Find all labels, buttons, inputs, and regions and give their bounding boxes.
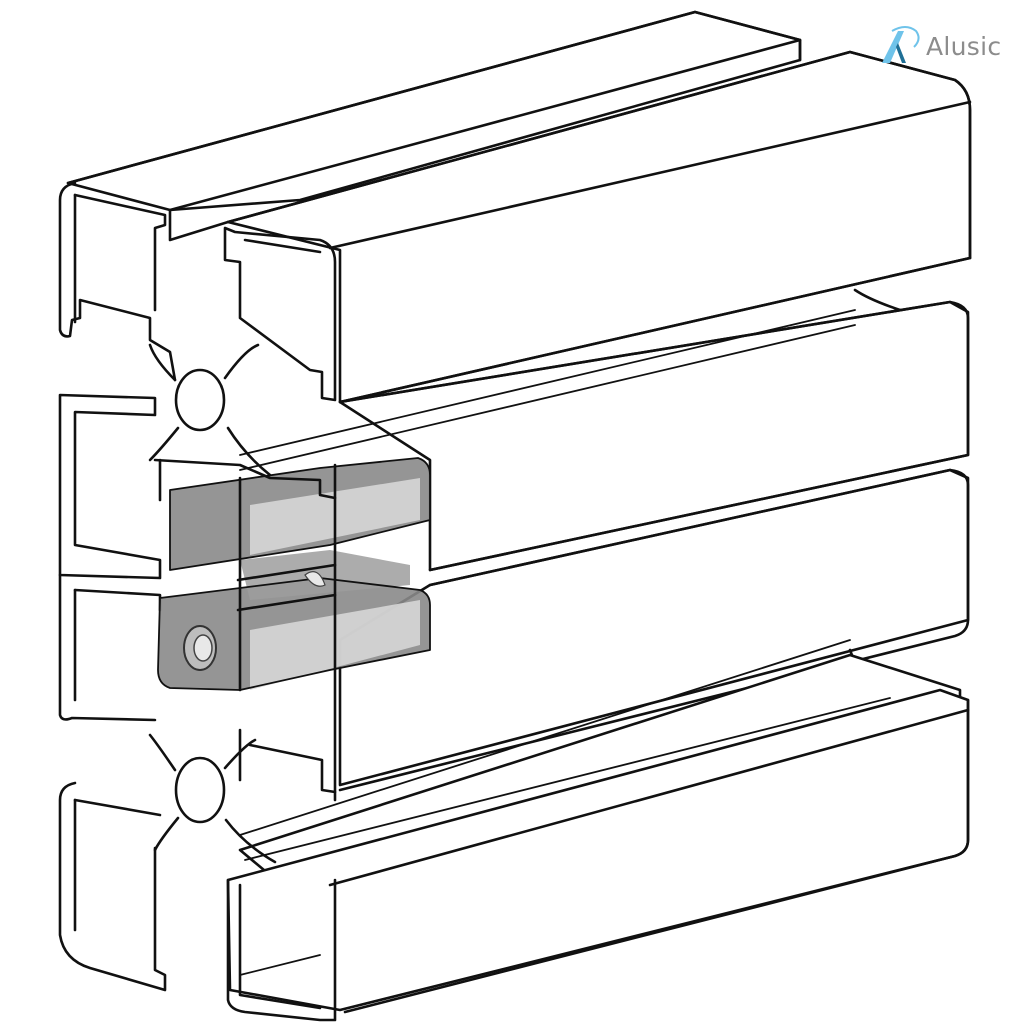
top-front-bar (226, 50, 972, 404)
middle-slot-walls (153, 458, 337, 802)
brand-name: Alusic (926, 31, 1002, 61)
connector-block (157, 457, 431, 691)
alusic-a-logo-icon (882, 26, 920, 63)
profile-cross-section (58, 181, 337, 1022)
brand-logo: Alusic (878, 22, 1001, 70)
middle-upper-bar (239, 288, 970, 572)
bottom-front-bar (226, 688, 970, 1014)
